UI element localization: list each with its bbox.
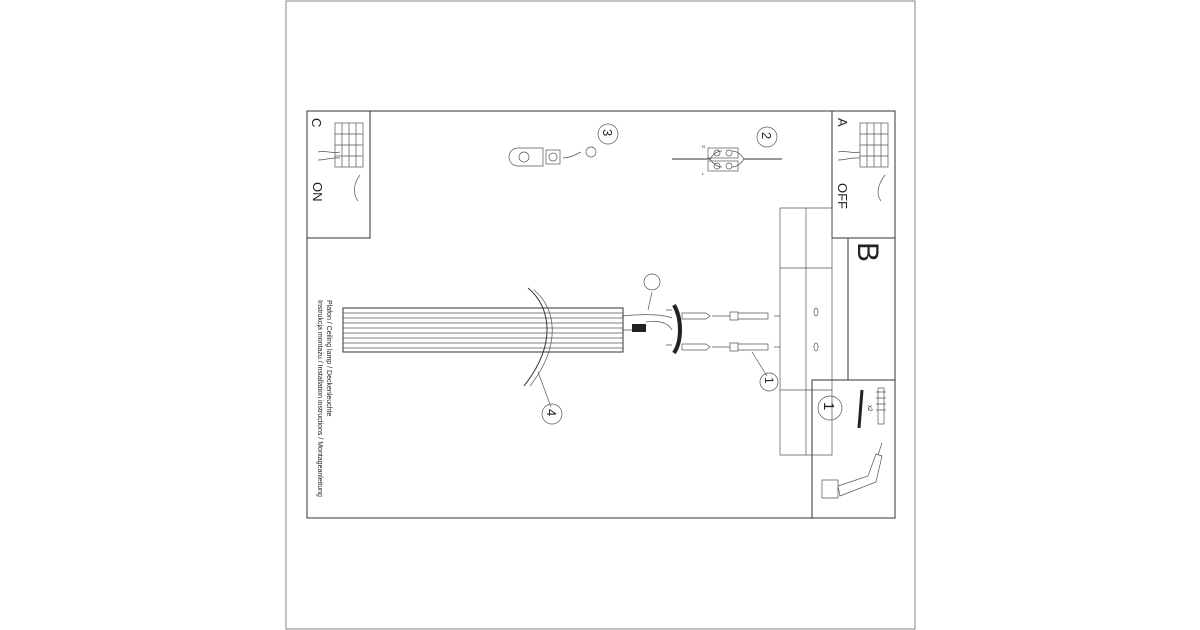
- drill-icon: [821, 453, 883, 499]
- step-circle: [759, 372, 779, 392]
- step-3-label: 3: [600, 129, 615, 136]
- arrow-icon: [354, 174, 361, 202]
- quantity-mark: x2: [866, 405, 872, 412]
- screw-icon: [681, 312, 711, 351]
- panel-step-1: 1: [820, 402, 837, 410]
- lamp-cylinder: 4: [342, 287, 624, 425]
- title-block: Instrukcja montażu / Installation instru…: [316, 300, 332, 497]
- diagram-frame: [306, 110, 896, 519]
- connector-icon: [632, 324, 646, 332]
- panel-a-letter: A: [835, 118, 850, 127]
- retaining-ring: [523, 287, 548, 387]
- step-circle: [597, 123, 619, 145]
- panel-b-ceiling: B: [847, 238, 884, 380]
- arrow-icon: [877, 174, 886, 202]
- title-line-1: Instrukcja montażu / Installation instru…: [316, 300, 323, 497]
- step-circle: [817, 395, 843, 421]
- hand-icon: [837, 151, 861, 161]
- canopy-plate: [672, 304, 682, 355]
- wall-plug-icon: [729, 311, 769, 352]
- earth-symbol-icon: [643, 273, 661, 291]
- panel-b-letter: B: [851, 242, 884, 262]
- screw-icon: [857, 389, 864, 429]
- step-2-terminal-block: N L 2: [672, 126, 782, 176]
- drill-hole: [813, 342, 819, 352]
- earth-symbol-icon: [585, 146, 597, 158]
- panel-a-state: OFF: [835, 183, 850, 209]
- canopy-and-wiring: 1: [621, 273, 780, 392]
- step-1-label: 1: [762, 377, 776, 384]
- step-3-earth-terminal: 3: [508, 123, 619, 167]
- wire-label-l: L: [702, 171, 705, 176]
- drill-hole: [813, 307, 819, 317]
- page-border: [285, 0, 916, 630]
- panel-a-switch-off: A OFF: [831, 110, 896, 239]
- ceiling-boards: [779, 207, 833, 456]
- hand-icon: [317, 151, 341, 161]
- panel-c-state: ON: [310, 182, 325, 202]
- panel-1-tools: 1 x2: [811, 379, 896, 519]
- step-4-label: 4: [544, 409, 559, 416]
- panel-c-switch-on: C ON: [306, 110, 371, 239]
- step-2-label: 2: [759, 132, 774, 139]
- step-circle: [756, 126, 778, 148]
- wall-plug-icon: [876, 387, 886, 425]
- panel-c-letter: C: [309, 118, 324, 127]
- wire-label-n: N: [702, 144, 705, 149]
- step-circle: [541, 403, 563, 425]
- title-line-2: Plafon / Ceiling lamp / Deckenleuchte: [325, 300, 332, 416]
